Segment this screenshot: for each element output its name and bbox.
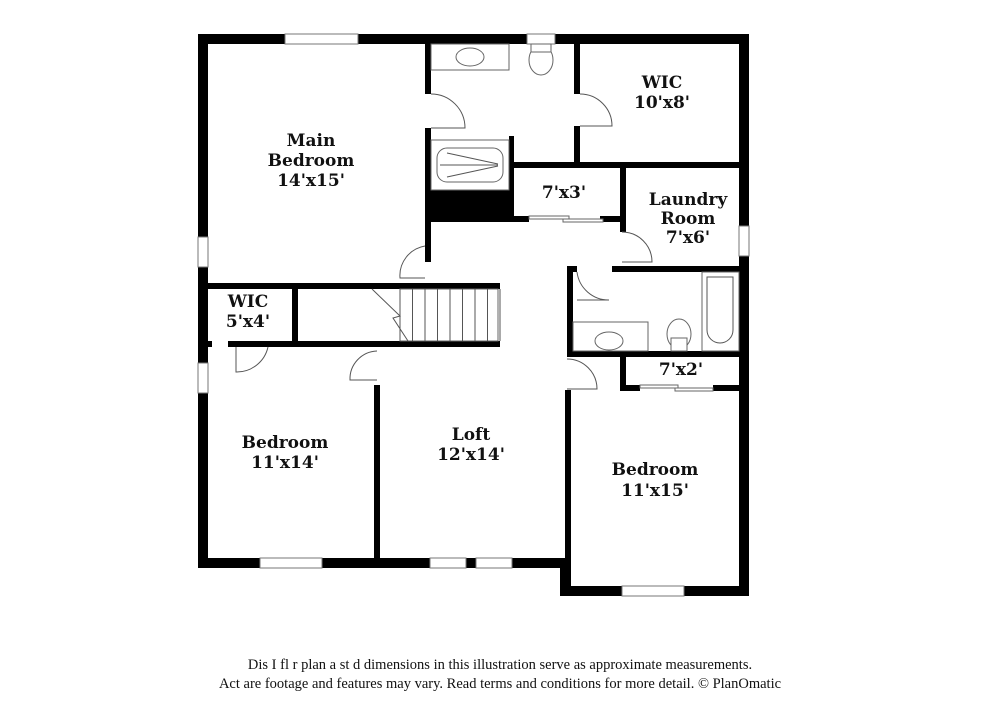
window [197,236,209,268]
bedroom-left-label: Bedroom [242,433,329,453]
window [475,557,513,569]
door-swings [235,93,653,390]
staircase [371,288,501,342]
main-bedroom-label: Main [287,131,336,151]
window [284,33,359,45]
door-swing [399,245,426,279]
window [259,557,323,569]
wic-small-label: WIC [227,292,269,312]
door-swing [566,358,598,390]
door-swing [579,93,613,127]
door-swing [430,93,466,129]
wic-small-dimensions: 5'x4' [226,312,270,332]
sink-icon [455,47,485,67]
laundry-room-label: Laundry [649,190,729,210]
closet-7x2-dimensions: 7'x2' [659,360,703,380]
room-labels: Main Bedroom 14'x15' WIC 10'x8' 7'x3' La… [226,73,728,501]
bedroom-right-dimensions: 11'x15' [621,481,689,501]
windows [197,33,750,597]
laundry-room-label: Room [661,209,716,229]
window [526,33,556,45]
door-swing [576,271,610,301]
window [738,225,750,257]
door-swing [621,231,653,263]
wic-main-label: WIC [641,73,683,93]
interior-walls [198,44,749,596]
bedroom-left-dimensions: 11'x14' [251,453,319,473]
window [621,585,685,597]
window [429,557,467,569]
sliding-doors [528,215,714,392]
main-bedroom-label: Bedroom [268,151,355,171]
window [197,362,209,394]
closet-7x3-dimensions: 7'x3' [542,183,586,203]
wic-main-dimensions: 10'x8' [634,93,690,113]
sink-icon [594,331,624,351]
loft-label: Loft [452,425,491,445]
bath-fixtures [430,43,740,352]
laundry-room-dimensions: 7'x6' [666,228,710,248]
disclaimer-line-1: Dis I fl r plan a st d dimensions in thi… [247,657,753,673]
main-bedroom-dimensions: 14'x15' [277,171,345,191]
bedroom-right-label: Bedroom [612,460,699,480]
disclaimer-line-2: Act are footage and features may vary. R… [218,676,782,692]
loft-dimensions: 12'x14' [437,445,505,465]
door-swing [349,350,378,381]
door-swing [235,346,269,373]
